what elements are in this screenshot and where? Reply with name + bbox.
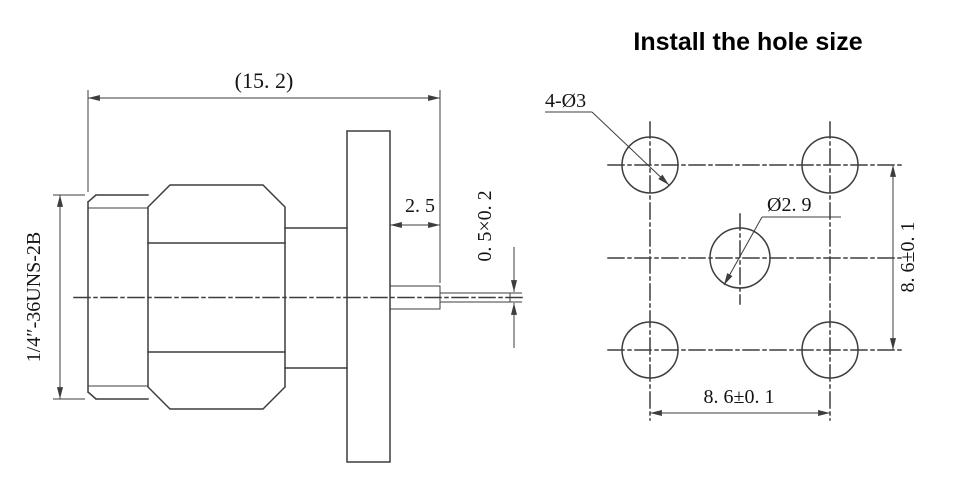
drawing-title: Install the hole size [633,28,862,56]
pin-size-dimension: 0. 5×0. 2 [474,190,496,261]
center-hole-leader [723,216,763,286]
vertical-pitch-dimension: 8. 6±0. 1 [897,222,919,293]
overall-length-extension-lines [87,90,441,283]
corner-holes-leader [591,111,670,186]
hex-nut-facet-lines [147,242,286,353]
hole-pattern-centerlines [607,121,906,421]
hex-nut-outline [147,184,286,410]
overall-length-dimension: (15. 2) [235,68,294,93]
horizontal-pitch-dimension: 8. 6±0. 1 [704,386,775,408]
hole-pattern-dimensions: 4-Ø3 Ø2. 9 8. 6±0. 1 8. 6±0. 1 [545,90,919,417]
thread-minor-lines [87,207,149,387]
flange-outline [346,130,391,463]
connector-dimensions: (15. 2) 2. 5 1/4″-36UNS-2B 0. 5×0. 2 [23,68,522,400]
hole-pattern-view [607,121,906,421]
pin-extension-ticks [504,292,522,303]
body-step-outline [284,227,348,369]
corner-holes-label: 4-Ø3 [545,90,586,112]
thread-spec-label: 1/4″-36UNS-2B [23,232,45,363]
center-hole-label: Ø2. 9 [767,194,811,216]
flange-offset-dimension: 2. 5 [405,195,435,217]
connector-side-view [73,130,525,463]
